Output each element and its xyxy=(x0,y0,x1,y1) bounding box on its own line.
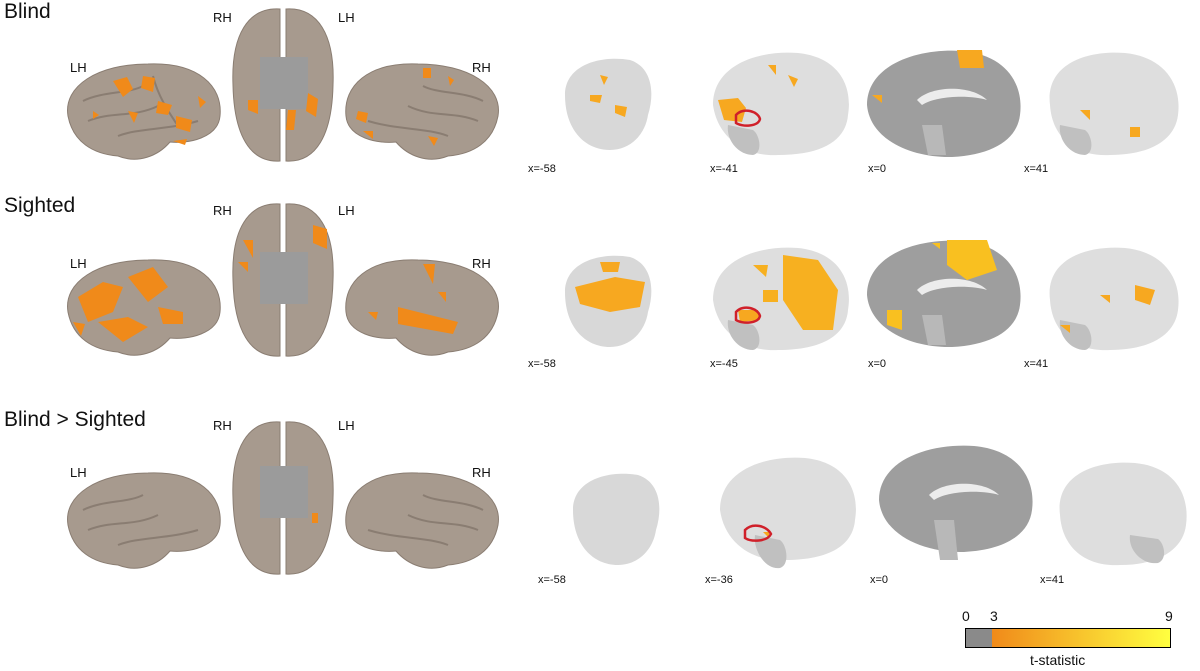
label-lh-lateral: LH xyxy=(70,256,87,271)
row-title-blind: Blind xyxy=(4,0,51,23)
colorbar-tick-3: 3 xyxy=(990,608,998,624)
colorbar-title: t-statistic xyxy=(1030,652,1086,668)
slice-label-1-2: x=-41 xyxy=(710,163,738,175)
slice-label-3-3: x=0 xyxy=(870,574,889,586)
label-rh-top: RH xyxy=(213,418,232,433)
slice-x-41-right xyxy=(1049,52,1179,156)
brain-right-lateral xyxy=(345,472,499,569)
slice-label-1-3: x=0 xyxy=(868,163,887,175)
label-lh-lateral: LH xyxy=(70,465,87,480)
brain-right-lateral xyxy=(345,63,499,160)
slice-x-58 xyxy=(565,58,652,150)
label-lh-lateral: LH xyxy=(70,60,87,75)
brain-top-view xyxy=(232,421,334,575)
slice-x-41-right xyxy=(1059,462,1187,566)
slice-label-3-1: x=-58 xyxy=(538,574,566,586)
label-lh-top: LH xyxy=(338,418,355,433)
brain-left-lateral xyxy=(67,259,221,356)
brain-left-lateral xyxy=(67,472,221,569)
slice-x-58 xyxy=(565,255,652,347)
colorbar-tick-9: 9 xyxy=(1165,608,1173,624)
colorbar-tick-0: 0 xyxy=(962,608,970,624)
label-rh-lateral: RH xyxy=(472,465,491,480)
slice-label-2-3: x=0 xyxy=(868,358,887,370)
slice-x-45 xyxy=(713,247,849,351)
slice-x-0 xyxy=(879,445,1033,560)
row-title-sighted: Sighted xyxy=(4,194,76,217)
slice-x-0 xyxy=(867,50,1021,158)
slice-x-41-right xyxy=(1049,247,1179,351)
slice-x-0 xyxy=(867,240,1021,348)
brain-top-view xyxy=(232,8,334,162)
slice-label-1-1: x=-58 xyxy=(528,163,556,175)
slice-label-2-2: x=-45 xyxy=(710,358,738,370)
slice-label-1-4: x=41 xyxy=(1024,163,1049,175)
label-lh-top: LH xyxy=(338,203,355,218)
label-lh-top: LH xyxy=(338,10,355,25)
slice-label-3-2: x=-36 xyxy=(705,574,733,586)
row-title-contrast: Blind > Sighted xyxy=(4,408,146,431)
slice-x-58 xyxy=(573,473,660,565)
slice-x-36 xyxy=(720,457,856,569)
colorbar xyxy=(965,628,1171,648)
slice-x-41 xyxy=(713,52,849,156)
slice-label-3-4: x=41 xyxy=(1040,574,1065,586)
brain-top-view xyxy=(232,203,334,357)
slice-label-2-4: x=41 xyxy=(1024,358,1049,370)
label-rh-top: RH xyxy=(213,10,232,25)
brain-right-lateral xyxy=(345,259,499,356)
label-rh-lateral: RH xyxy=(472,60,491,75)
label-rh-lateral: RH xyxy=(472,256,491,271)
slice-label-2-1: x=-58 xyxy=(528,358,556,370)
label-rh-top: RH xyxy=(213,203,232,218)
brain-left-lateral xyxy=(67,63,221,160)
